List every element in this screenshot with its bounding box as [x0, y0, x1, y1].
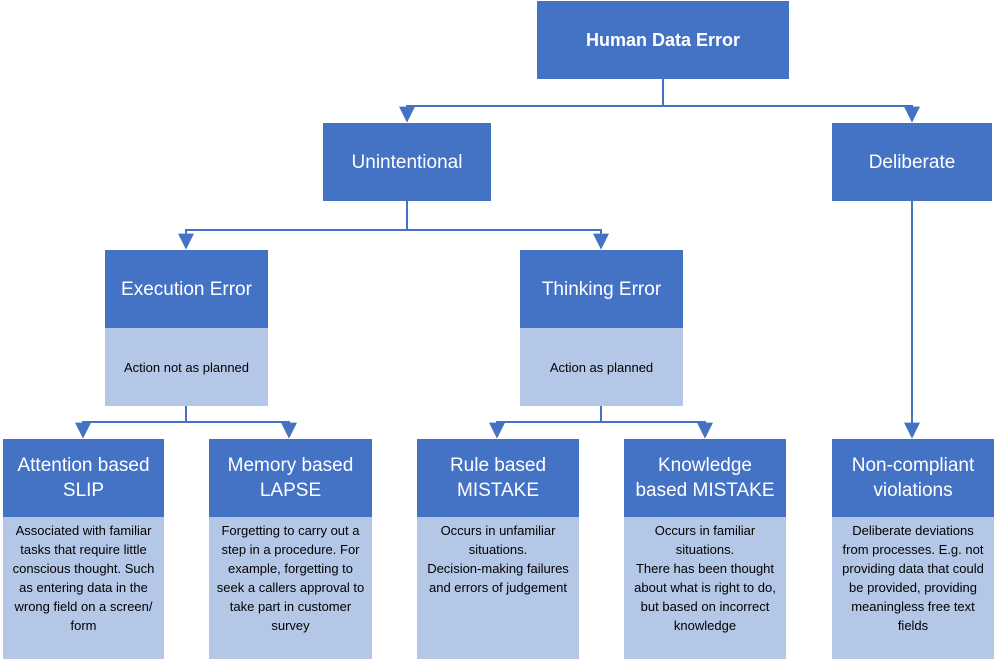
deliberate-title: Deliberate [868, 151, 956, 173]
rule-mistake-desc-box: Occurs in unfamiliar situations. Decisio… [417, 517, 579, 659]
rule-desc-line-2: Decision-making failures and errors of j… [427, 561, 569, 595]
lapse-node: Memory based LAPSE [209, 439, 372, 517]
lapse-desc: Forgetting to carry out a step in a proc… [216, 523, 365, 633]
rule-mistake-node: Rule based MISTAKE [417, 439, 579, 517]
connector-execution-slip [75, 406, 187, 439]
unintentional-title: Unintentional [351, 151, 463, 173]
lapse-title-line-1: Memory based [227, 455, 354, 476]
rule-title-line-2: MISTAKE [457, 480, 539, 501]
thinking-error-desc: Action as planned [549, 359, 654, 375]
violation-node: Non-compliant violations [832, 439, 994, 517]
connector-unintentional-thinking [407, 229, 609, 250]
connector-unintentional-execution [178, 201, 408, 250]
execution-error-desc-box: Action not as planned [105, 328, 268, 406]
slip-title-line-1: Attention based [17, 455, 150, 476]
slip-title-line-2: SLIP [62, 480, 105, 501]
root-node: Human Data Error [537, 1, 789, 79]
knowledge-title-line-2: based MISTAKE [635, 480, 775, 501]
violation-title-line-2: violations [873, 480, 953, 501]
connector-execution-lapse [186, 421, 297, 439]
execution-error-node: Execution Error [105, 250, 268, 328]
root-title: Human Data Error [585, 29, 741, 50]
lapse-desc-box: Forgetting to carry out a step in a proc… [209, 517, 372, 659]
connector-thinking-rule [489, 406, 602, 439]
rule-title-line-1: Rule based [449, 455, 547, 476]
violation-desc-box: Deliberate deviations from processes. E.… [832, 517, 994, 659]
lapse-title-line-2: LAPSE [259, 480, 322, 501]
violation-desc: Deliberate deviations from processes. E.… [842, 523, 984, 633]
slip-desc-box: Associated with familiar tasks that requ… [3, 517, 164, 659]
deliberate-node: Deliberate [832, 123, 992, 201]
knowledge-title-line-1: Knowledge [657, 455, 752, 476]
thinking-error-node: Thinking Error [520, 250, 683, 328]
slip-node: Attention based SLIP [3, 439, 164, 517]
thinking-error-title: Thinking Error [541, 278, 662, 300]
connector-thinking-knowledge [601, 421, 713, 439]
violation-title-line-1: Non-compliant [851, 455, 975, 476]
rule-desc-line-1: Occurs in unfamiliar situations. [440, 523, 556, 557]
knowledge-mistake-node: Knowledge based MISTAKE [624, 439, 786, 517]
knowledge-desc-line-2: There has been thought about what is rig… [634, 561, 776, 633]
execution-error-title: Execution Error [121, 278, 252, 300]
unintentional-node: Unintentional [323, 123, 491, 201]
execution-error-desc: Action not as planned [123, 359, 250, 375]
knowledge-mistake-desc-box: Occurs in familiar situations. There has… [624, 517, 786, 659]
slip-desc: Associated with familiar tasks that requ… [12, 523, 155, 633]
connector-root-unintentional [399, 79, 664, 123]
knowledge-desc-line-1: Occurs in familiar situations. [654, 523, 756, 557]
thinking-error-desc-box: Action as planned [520, 328, 683, 406]
connector-root-deliberate [663, 105, 920, 123]
